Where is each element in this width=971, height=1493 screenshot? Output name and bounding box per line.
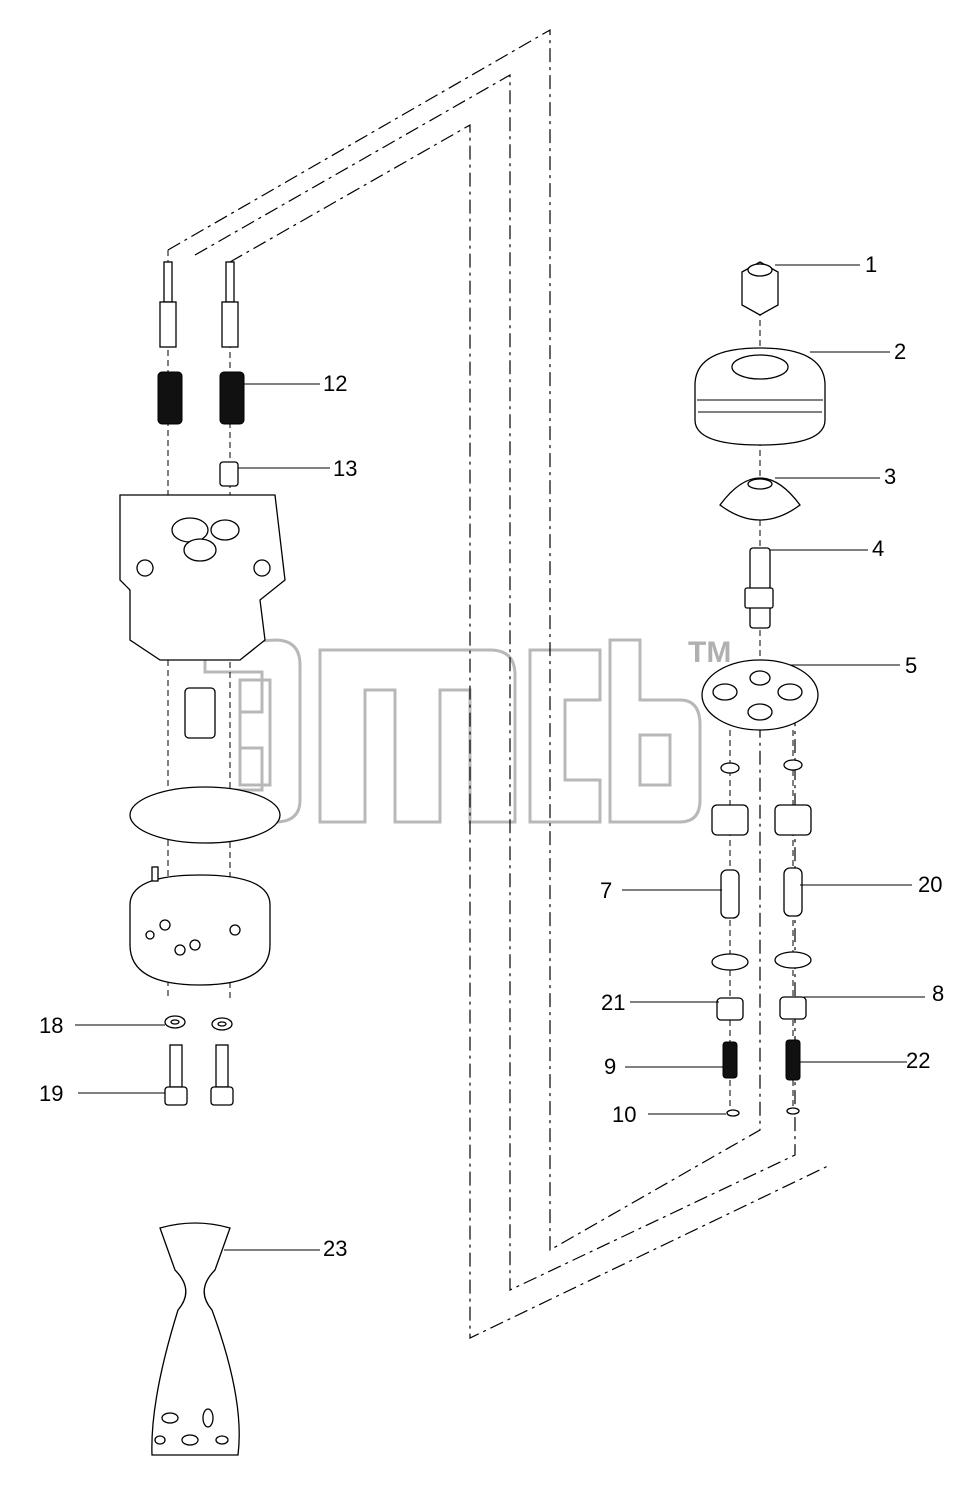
- universal-joint: [744, 547, 774, 629]
- retainer-right: [779, 996, 807, 1020]
- callout-5: 5: [905, 653, 917, 678]
- clip-left: [711, 953, 749, 971]
- spring-left: [157, 371, 183, 425]
- callout-2: 2: [894, 339, 906, 364]
- guide-right: [774, 804, 812, 836]
- spring-right: [219, 371, 245, 425]
- callout-19: 19: [39, 1081, 63, 1106]
- callout-8: 8: [932, 981, 944, 1006]
- plunger-left: [720, 869, 740, 919]
- clip-right: [774, 951, 812, 969]
- shim-right: [786, 1107, 800, 1115]
- callout-9: 9: [604, 1054, 616, 1079]
- callout-labels: 1 2 3 4 5 7 8 9 10 12 13 18 19 20 21 22 …: [39, 252, 944, 1261]
- valve-housing: [119, 494, 286, 661]
- bushing: [219, 461, 239, 487]
- watermark-logo: TM: [203, 636, 731, 824]
- washer-right: [211, 1017, 233, 1031]
- bolt-left: [164, 1044, 188, 1106]
- guide-left: [711, 804, 749, 836]
- return-spring-left: [722, 1041, 738, 1079]
- o-ring: [129, 786, 281, 844]
- seal-ring-left: [720, 762, 740, 774]
- hex-nut: [741, 261, 779, 316]
- bolt-right: [210, 1044, 234, 1106]
- plunger-right: [783, 867, 803, 917]
- plunger-pin-left: [159, 261, 177, 348]
- left-assembly: [119, 261, 286, 1456]
- callout-20: 20: [918, 872, 942, 897]
- trademark-symbol: TM: [688, 636, 731, 669]
- boot-cup: [719, 477, 801, 521]
- callout-1: 1: [865, 252, 877, 277]
- callout-4: 4: [872, 536, 884, 561]
- leader-lines: [75, 264, 925, 1251]
- plunger-pin-right: [221, 261, 239, 348]
- callout-18: 18: [39, 1013, 63, 1038]
- callout-23: 23: [323, 1236, 347, 1261]
- right-assembly: [694, 261, 826, 1117]
- callout-3: 3: [884, 464, 896, 489]
- return-spring-right: [785, 1039, 801, 1081]
- seal-ring-right: [783, 759, 803, 771]
- housing-sleeve: [184, 687, 216, 739]
- callout-22: 22: [906, 1048, 930, 1073]
- parts-bag: [151, 1222, 240, 1456]
- callout-12: 12: [323, 371, 347, 396]
- cam-plate: [701, 659, 819, 731]
- callout-13: 13: [333, 456, 357, 481]
- callout-21: 21: [601, 990, 625, 1015]
- callout-7: 7: [600, 878, 612, 903]
- top-cover: [694, 347, 826, 446]
- washer-left: [164, 1015, 186, 1029]
- retainer-left: [716, 997, 744, 1021]
- callout-10: 10: [612, 1102, 636, 1127]
- base-plate: [129, 866, 271, 986]
- shim-left: [726, 1109, 740, 1117]
